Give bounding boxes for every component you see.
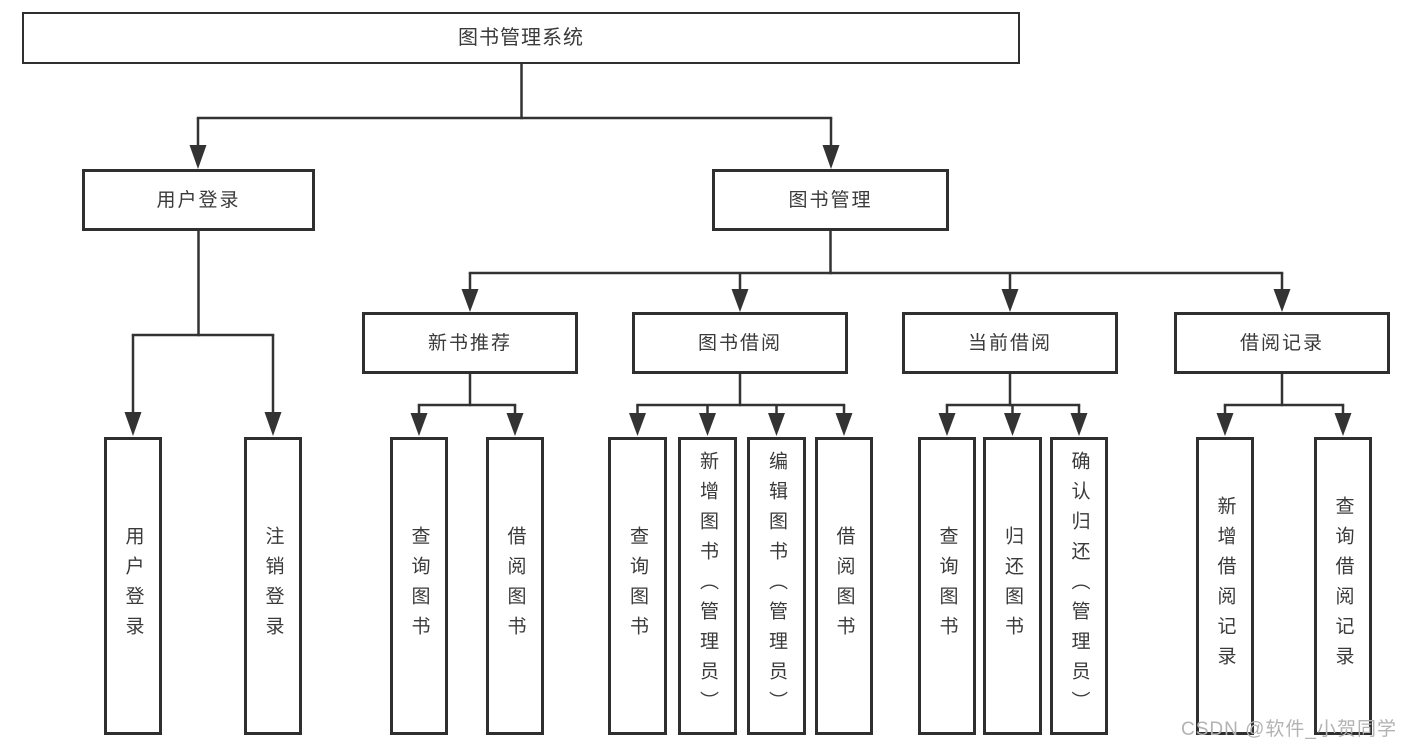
- leaf-borrow-borrow-books-label: 借阅图书: [833, 526, 855, 646]
- node-new-book-recommend: 新书推荐: [362, 312, 578, 374]
- node-new-book-recommend-label: 新书推荐: [427, 332, 512, 354]
- leaf-borrow-add-book-admin-label: 新增图书（管理员）: [697, 451, 718, 721]
- leaf-current-confirm-return-admin: 确认归还（管理员）: [1050, 437, 1108, 735]
- watermark: CSDN @软件_小贺同学: [1181, 719, 1397, 740]
- leaf-current-query-books: 查询图书: [918, 437, 976, 735]
- leaf-borrow-add-book-admin: 新增图书（管理员）: [678, 437, 737, 735]
- edge-newbook-to-leaves: [410, 374, 524, 436]
- leaf-newbook-query-books-label: 查询图书: [408, 526, 430, 646]
- node-book-borrow-label: 图书借阅: [697, 332, 782, 354]
- leaf-newbook-borrow-books: 借阅图书: [486, 437, 544, 735]
- leaf-records-query-record: 查询借阅记录: [1314, 437, 1372, 735]
- node-book-borrow: 图书借阅: [632, 312, 848, 374]
- node-borrow-records: 借阅记录: [1174, 312, 1390, 374]
- leaf-borrow-edit-book-admin: 编辑图书（管理员）: [747, 437, 806, 735]
- edge-bookborrow-to-leaves: [629, 374, 853, 436]
- node-root-label: 图书管理系统: [458, 27, 584, 49]
- leaf-current-confirm-return-admin-label: 确认归还（管理员）: [1068, 451, 1090, 721]
- edge-records-to-leaves: [1216, 374, 1352, 436]
- leaf-borrow-query-books: 查询图书: [608, 437, 667, 735]
- leaf-borrow-query-books-label: 查询图书: [627, 526, 648, 646]
- node-book-management-label: 图书管理: [788, 189, 873, 211]
- leaf-current-return-books: 归还图书: [983, 437, 1042, 735]
- edge-currentborrow-to-leaves: [938, 374, 1088, 436]
- leaf-logout: 注销登录: [244, 437, 302, 735]
- leaf-user-login: 用户登录: [104, 437, 162, 735]
- node-borrow-records-label: 借阅记录: [1239, 332, 1324, 354]
- leaf-borrow-borrow-books: 借阅图书: [815, 437, 873, 735]
- leaf-current-return-books-label: 归还图书: [1002, 526, 1023, 646]
- edge-login-to-leaves: [124, 231, 282, 436]
- leaf-user-login-label: 用户登录: [122, 526, 144, 646]
- leaf-logout-label: 注销登录: [262, 526, 284, 646]
- node-user-login: 用户登录: [82, 169, 315, 231]
- node-book-management: 图书管理: [712, 169, 949, 231]
- leaf-newbook-borrow-books-label: 借阅图书: [504, 526, 526, 646]
- leaf-records-add-record: 新增借阅记录: [1196, 437, 1254, 735]
- edge-root-to-level2: [189, 64, 840, 169]
- leaf-borrow-edit-book-admin-label: 编辑图书（管理员）: [766, 451, 787, 721]
- node-current-borrow-label: 当前借阅: [967, 332, 1052, 354]
- edge-management-to-modules: [461, 231, 1291, 312]
- node-user-login-label: 用户登录: [156, 189, 241, 211]
- leaf-records-add-record-label: 新增借阅记录: [1214, 496, 1236, 676]
- node-current-borrow: 当前借阅: [902, 312, 1118, 374]
- node-root: 图书管理系统: [22, 12, 1020, 64]
- leaf-current-query-books-label: 查询图书: [936, 526, 958, 646]
- leaf-records-query-record-label: 查询借阅记录: [1332, 496, 1354, 676]
- leaf-newbook-query-books: 查询图书: [390, 437, 448, 735]
